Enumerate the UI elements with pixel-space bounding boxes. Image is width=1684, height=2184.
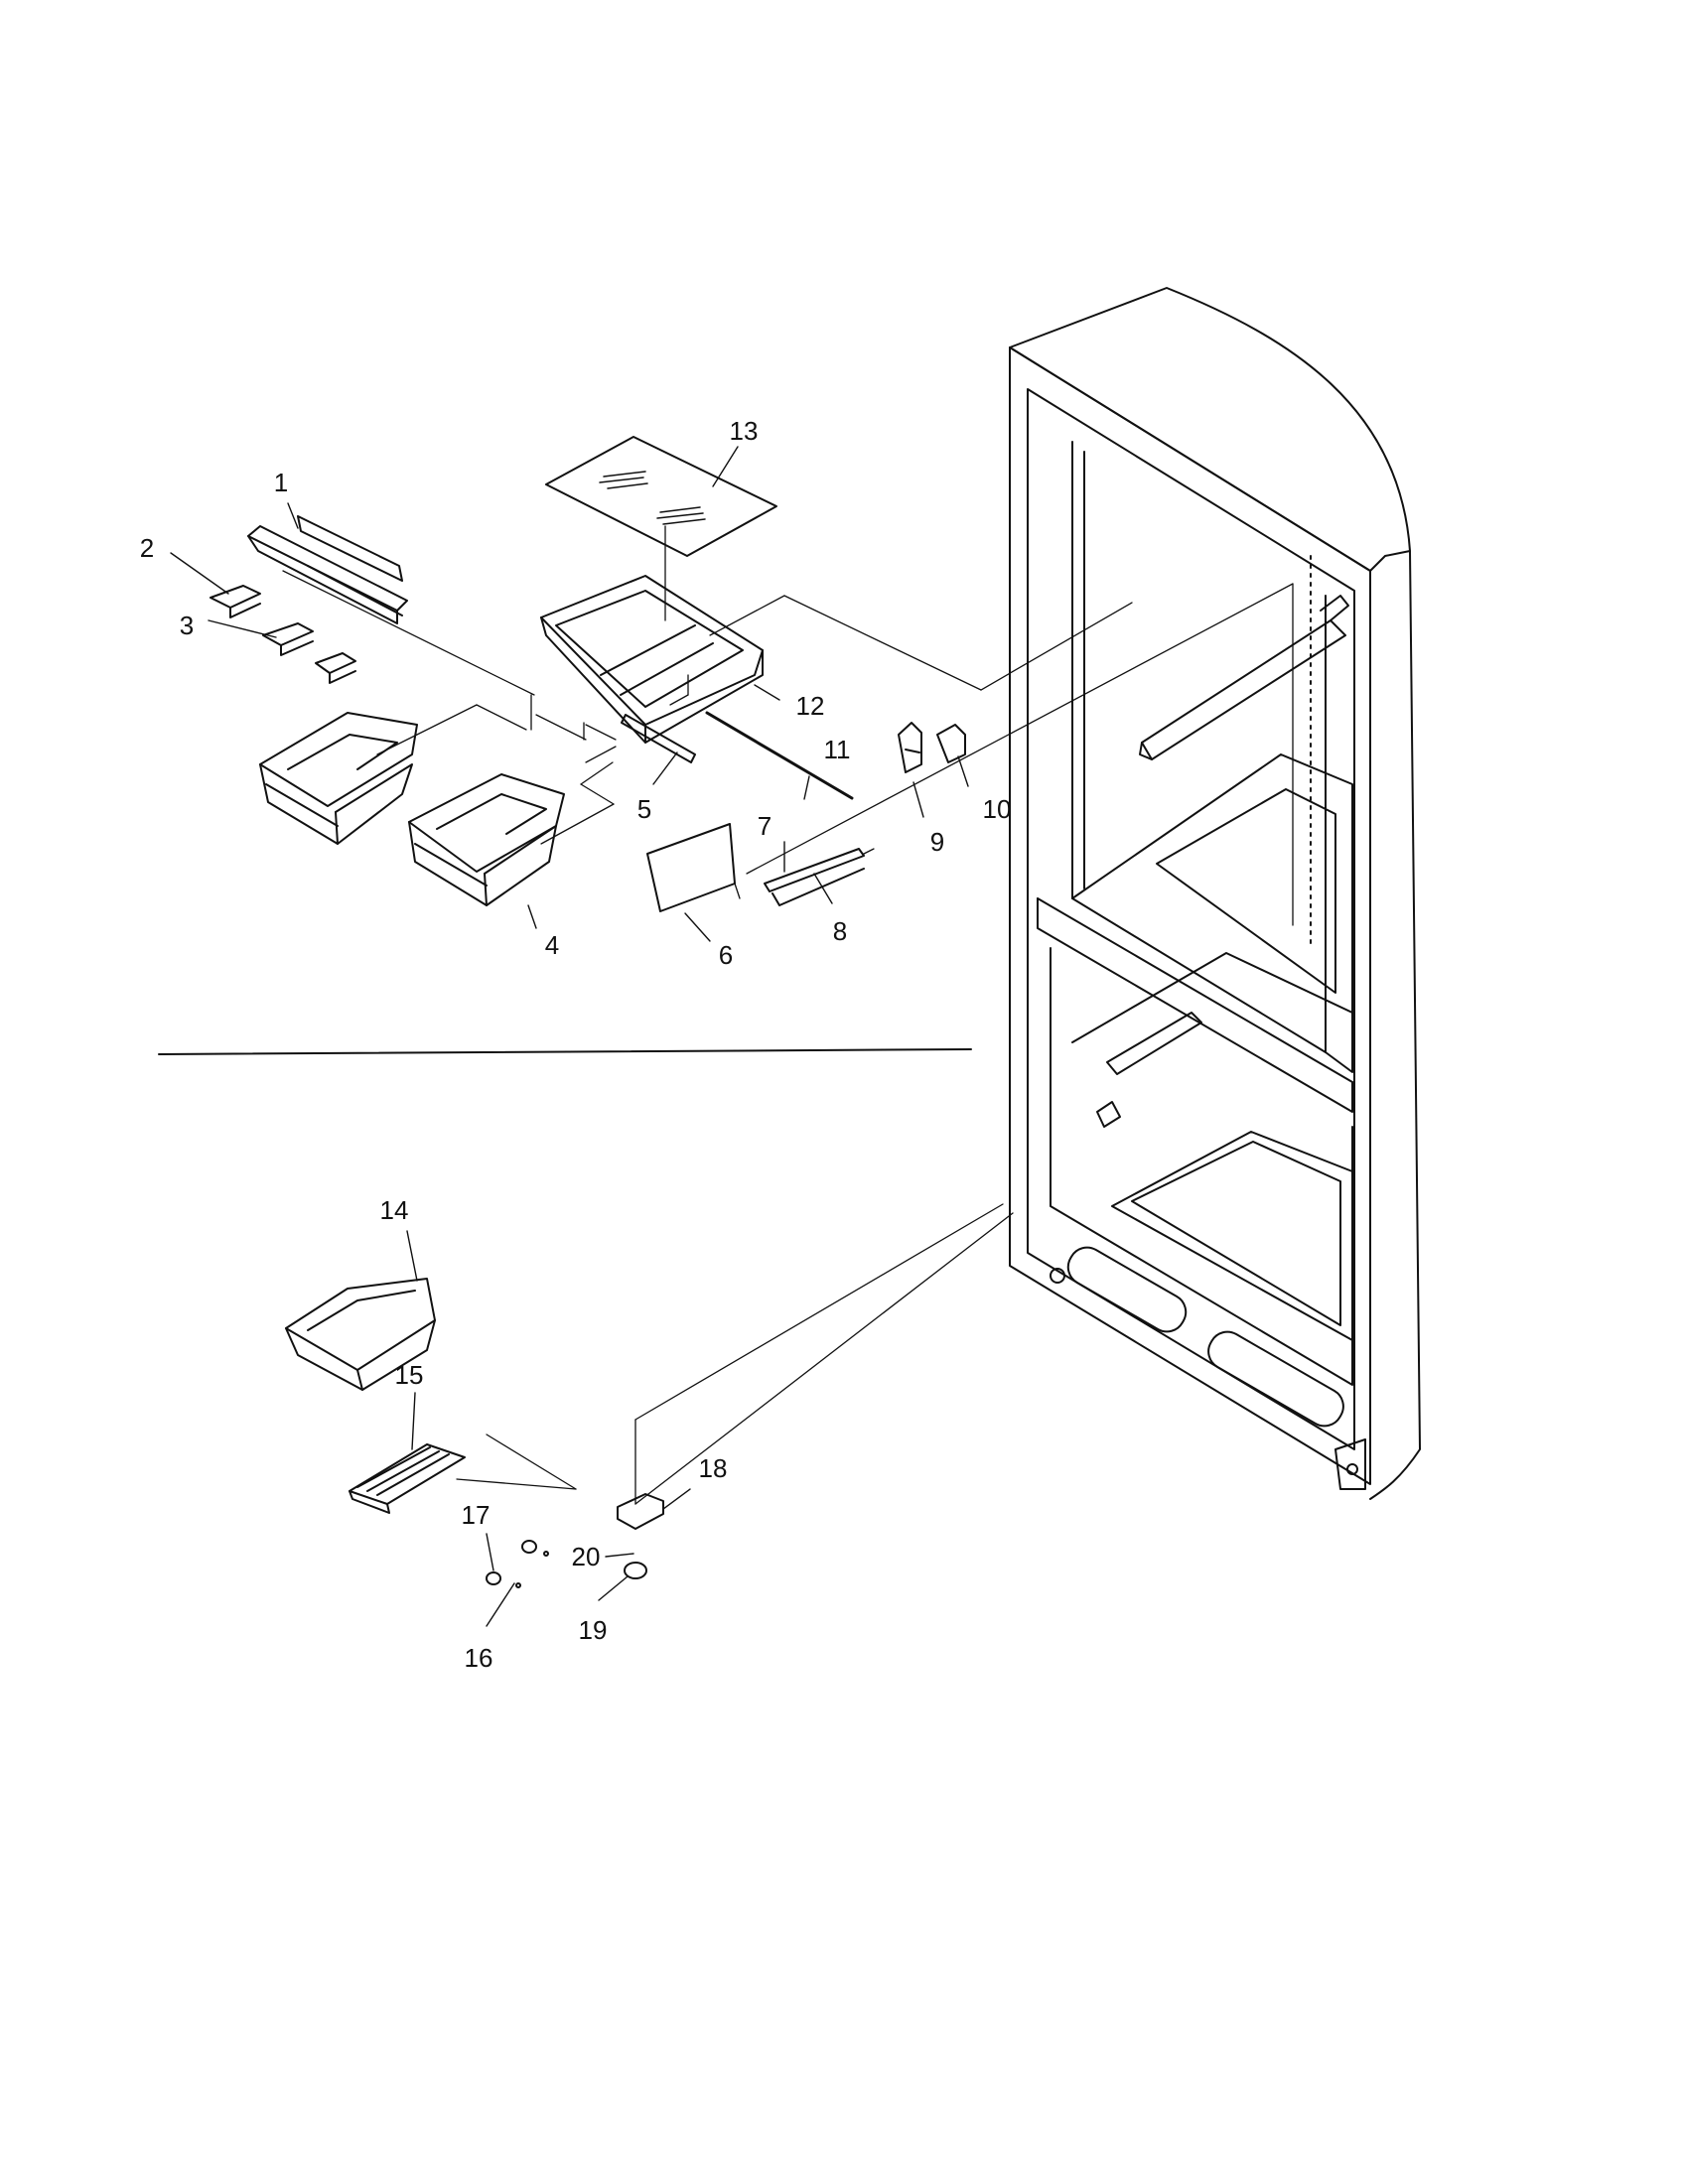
- callout-11: 11: [823, 735, 851, 764]
- callout-15: 15: [394, 1360, 424, 1390]
- crisper-cover-glass: [545, 436, 777, 557]
- crisper-pan-left: [259, 712, 418, 845]
- callout-13: 13: [729, 416, 759, 446]
- callout-4: 4: [544, 930, 560, 960]
- humidity-control-parts: [646, 823, 865, 912]
- crisper-cover-frame: [540, 575, 764, 744]
- slide-end-caps: [210, 585, 356, 684]
- freezer-basket: [285, 1278, 436, 1391]
- callout-7: 7: [757, 811, 772, 841]
- crisper-pan-right: [408, 773, 565, 906]
- callout-3: 3: [179, 611, 195, 640]
- freezer-slide: [349, 1443, 466, 1514]
- reference-lines: [282, 525, 1294, 1505]
- callout-12: 12: [795, 691, 825, 721]
- callout-5: 5: [636, 794, 652, 824]
- leader-lines: [170, 446, 969, 1627]
- callout-20: 20: [571, 1542, 601, 1571]
- latch-parts: [898, 722, 966, 773]
- callout-1: 1: [273, 468, 289, 497]
- callout-9: 9: [929, 827, 945, 857]
- callout-16: 16: [464, 1643, 493, 1673]
- callout-10: 10: [982, 794, 1012, 824]
- callout-6: 6: [718, 940, 734, 970]
- callout-2: 2: [139, 533, 155, 563]
- callout-14: 14: [379, 1195, 409, 1225]
- cover-support-rail: [621, 711, 854, 800]
- callout-18: 18: [698, 1453, 728, 1483]
- crisper-slide-rail: [247, 515, 408, 624]
- refrigerator-cabinet: [1009, 287, 1421, 1500]
- roller-assembly: [486, 1493, 664, 1588]
- callout-17: 17: [461, 1500, 491, 1530]
- callout-19: 19: [578, 1615, 608, 1645]
- callout-8: 8: [832, 916, 848, 946]
- section-divider: [158, 1048, 972, 1055]
